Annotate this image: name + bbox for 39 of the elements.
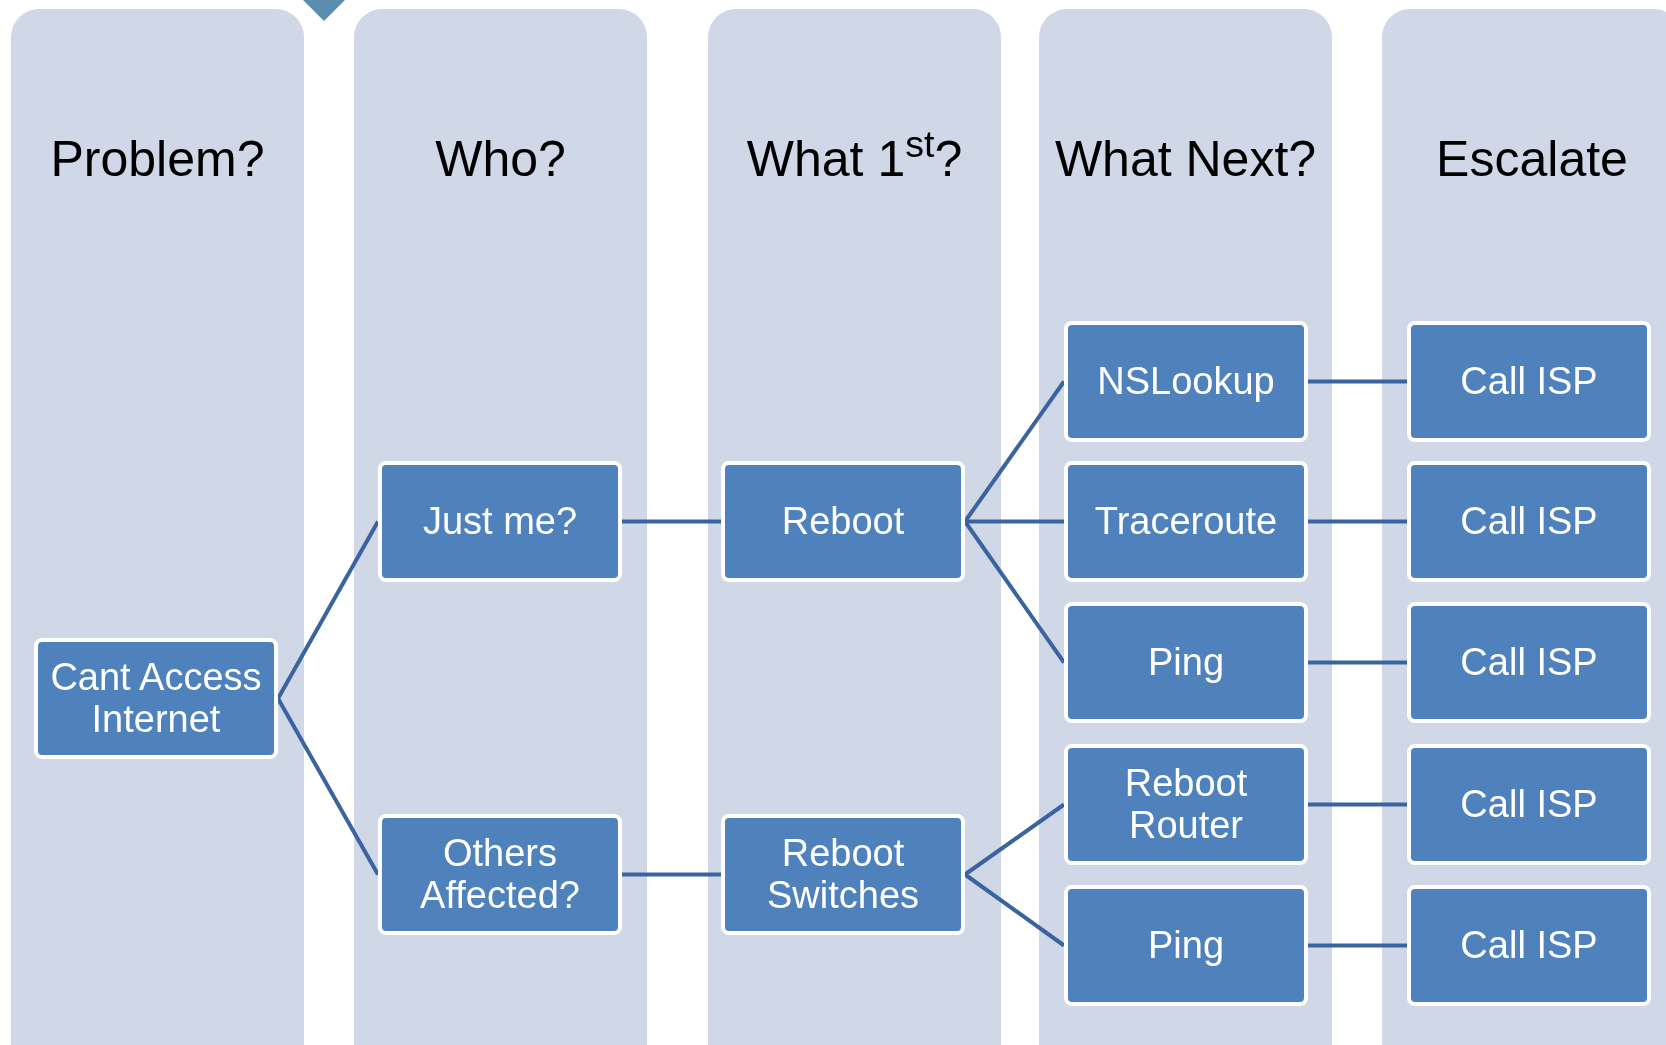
column-panel — [1382, 9, 1666, 1045]
step-box: Reboot Switches — [721, 814, 965, 935]
connector-line — [1308, 660, 1407, 665]
connector-line — [1308, 943, 1407, 948]
column-panel — [708, 9, 1001, 1045]
connector-line — [276, 697, 380, 876]
step-box: Traceroute — [1064, 461, 1308, 582]
column-panel — [1039, 9, 1332, 1045]
connector-line — [963, 380, 1066, 523]
column-heading: Problem? — [49, 131, 266, 187]
column-panel — [354, 9, 647, 1045]
step-box: Cant Access Internet — [34, 638, 278, 759]
step-box: Call ISP — [1407, 744, 1651, 865]
step-box: Ping — [1064, 602, 1308, 723]
column-heading: What 1$^{st}$? — [745, 131, 964, 187]
connector-line — [622, 519, 721, 524]
step-box: Just me? — [378, 461, 622, 582]
step-box: Call ISP — [1407, 885, 1651, 1006]
column-panel — [11, 9, 304, 1045]
column-heading: What Next? — [1053, 131, 1318, 187]
step-box: Call ISP — [1407, 321, 1651, 442]
connector-line — [963, 802, 1066, 877]
step-box: Reboot Router — [1064, 744, 1308, 865]
connector-line — [963, 520, 1066, 664]
connector-line — [622, 872, 721, 877]
step-box: Reboot — [721, 461, 965, 582]
column-heading: Who? — [434, 131, 567, 187]
column-heading: Escalate — [1435, 131, 1629, 187]
connector-line — [276, 520, 380, 700]
step-box: NSLookup — [1064, 321, 1308, 442]
step-box: Call ISP — [1407, 602, 1651, 723]
step-box: Call ISP — [1407, 461, 1651, 582]
connector-line — [1308, 519, 1407, 524]
step-box: Ping — [1064, 885, 1308, 1006]
connector-line — [963, 872, 1066, 948]
connector-line — [965, 519, 1064, 524]
step-box: Others Affected? — [378, 814, 622, 935]
connector-line — [1308, 379, 1407, 384]
connector-line — [1308, 802, 1407, 807]
